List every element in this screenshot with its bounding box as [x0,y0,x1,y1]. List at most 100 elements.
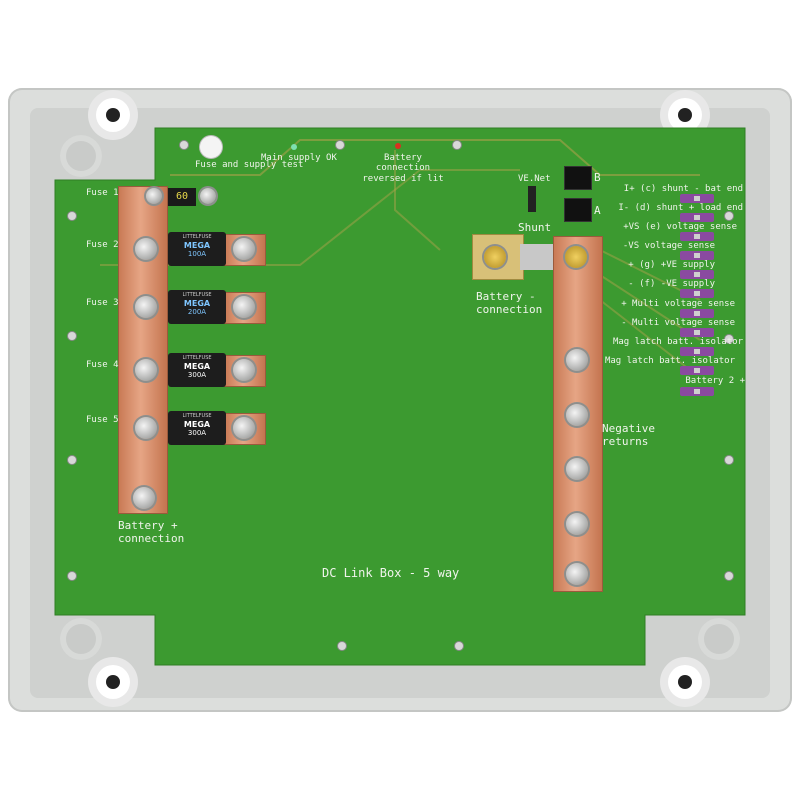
jumper[interactable] [680,289,714,298]
fuse-5-bolt[interactable] [135,417,157,439]
fuse-1-bolt[interactable] [200,188,216,204]
mounting-hole [668,665,702,699]
mounting-hole [96,98,130,132]
shunt-bolt[interactable] [565,246,587,268]
battery-positive-bolt[interactable] [133,487,155,509]
fuse-1-rating: 60 [176,191,189,202]
screw [336,141,344,149]
main-supply-label: Main supply OK [261,153,337,163]
fuse-1-bolt[interactable] [146,188,162,204]
fuse-brand: LITTELFUSE [182,234,212,240]
negative-return-bolt[interactable] [566,563,588,585]
jumper-label: +VS (e) voltage sense [623,222,737,232]
fuse-brand: LITTELFUSE [182,355,212,361]
battery-negative-bolt[interactable] [484,246,506,268]
jumper-label: + Multi voltage sense [621,299,735,309]
ve-net-label: VE.Net [518,174,551,184]
fuse-4-label: Fuse 4 [86,360,119,370]
negative-return-bolt[interactable] [566,404,588,426]
fuse-2-label: Fuse 2 [86,240,119,250]
shunt-label: Shunt [518,221,552,234]
jumper-label: Mag latch batt. isolator [604,356,735,366]
fuse-1-label: Fuse 1 [86,188,119,198]
ve-net-port-b[interactable] [564,166,592,190]
jumper[interactable] [680,213,714,222]
screw [68,572,76,580]
fuse-brand: LITTELFUSE [182,413,212,419]
jumper[interactable] [680,347,714,356]
fuse-3-label: Fuse 3 [86,298,119,308]
screw [180,141,188,149]
fuse-4-bolt[interactable] [135,359,157,381]
jumper[interactable] [680,328,714,337]
jumper[interactable] [680,387,714,396]
green-led [291,144,297,150]
fuse-3-bolt[interactable] [233,296,255,318]
ve-net-header [528,186,536,212]
jumper[interactable] [680,270,714,279]
screw [725,572,733,580]
screw [725,456,733,464]
negative-return-bolt[interactable] [566,513,588,535]
fuse-2-bolt[interactable] [233,238,255,260]
jumper-label: - (f) -VE supply [628,279,715,289]
red-led [395,143,401,149]
fuse-type: MEGA [183,299,211,308]
fuse-test-label: Fuse and supply test [195,160,304,170]
jumper[interactable] [680,366,714,375]
screw [455,642,463,650]
ve-net-port-a[interactable] [564,198,592,222]
fuse-rating: 200A [187,308,207,316]
battery-negative-label: Battery - connection [476,290,543,316]
screw [725,335,733,343]
fuse-brand: LITTELFUSE [182,292,212,298]
negative-return-bolt[interactable] [566,349,588,371]
corner-boss [60,135,102,177]
jumper[interactable] [680,232,714,241]
jumper[interactable] [680,309,714,318]
battery-reversed-label: Battery connection reversed if lit [362,153,444,184]
jumper-label: Mag latch batt. isolator [612,337,743,347]
mounting-hole [96,665,130,699]
screw [68,332,76,340]
fuse-rating: 100A [187,250,207,258]
port-b-label: B [594,171,601,184]
jumper-list: I+ (c) shunt - bat end I- (d) shunt + lo… [600,184,745,404]
jumper[interactable] [680,194,714,203]
fuse-type: MEGA [183,241,211,250]
corner-boss [60,618,102,660]
positive-busbar [118,186,168,514]
screw [68,456,76,464]
jumper-label: Battery 2 + [685,376,745,386]
screw [68,212,76,220]
fuse-rating: 300A [187,371,207,379]
test-button[interactable] [200,136,222,158]
fuse-3-bolt[interactable] [135,296,157,318]
fuse-2-bolt[interactable] [135,238,157,260]
battery-positive-label: Battery + connection [118,519,185,545]
jumper-label: I+ (c) shunt - bat end [623,184,743,194]
fuse-5-bolt[interactable] [233,417,255,439]
board-title: DC Link Box - 5 way [322,566,460,580]
screw [338,642,346,650]
fuse-1[interactable]: 60 [168,188,196,206]
screw [453,141,461,149]
jumper[interactable] [680,251,714,260]
screw [725,212,733,220]
corner-boss [698,618,740,660]
mounting-hole [668,98,702,132]
port-a-label: A [594,204,601,217]
fuse-5-label: Fuse 5 [86,415,119,425]
negative-return-bolt[interactable] [566,458,588,480]
negative-returns-label: Negative returns [602,422,655,448]
jumper-label: -VS voltage sense [622,241,715,251]
jumper-label: I- (d) shunt + load end [618,203,743,213]
jumper-label: - Multi voltage sense [621,318,735,328]
jumper-label: + (g) +VE supply [628,260,715,270]
fuse-rating: 300A [187,429,207,437]
fuse-4-bolt[interactable] [233,359,255,381]
